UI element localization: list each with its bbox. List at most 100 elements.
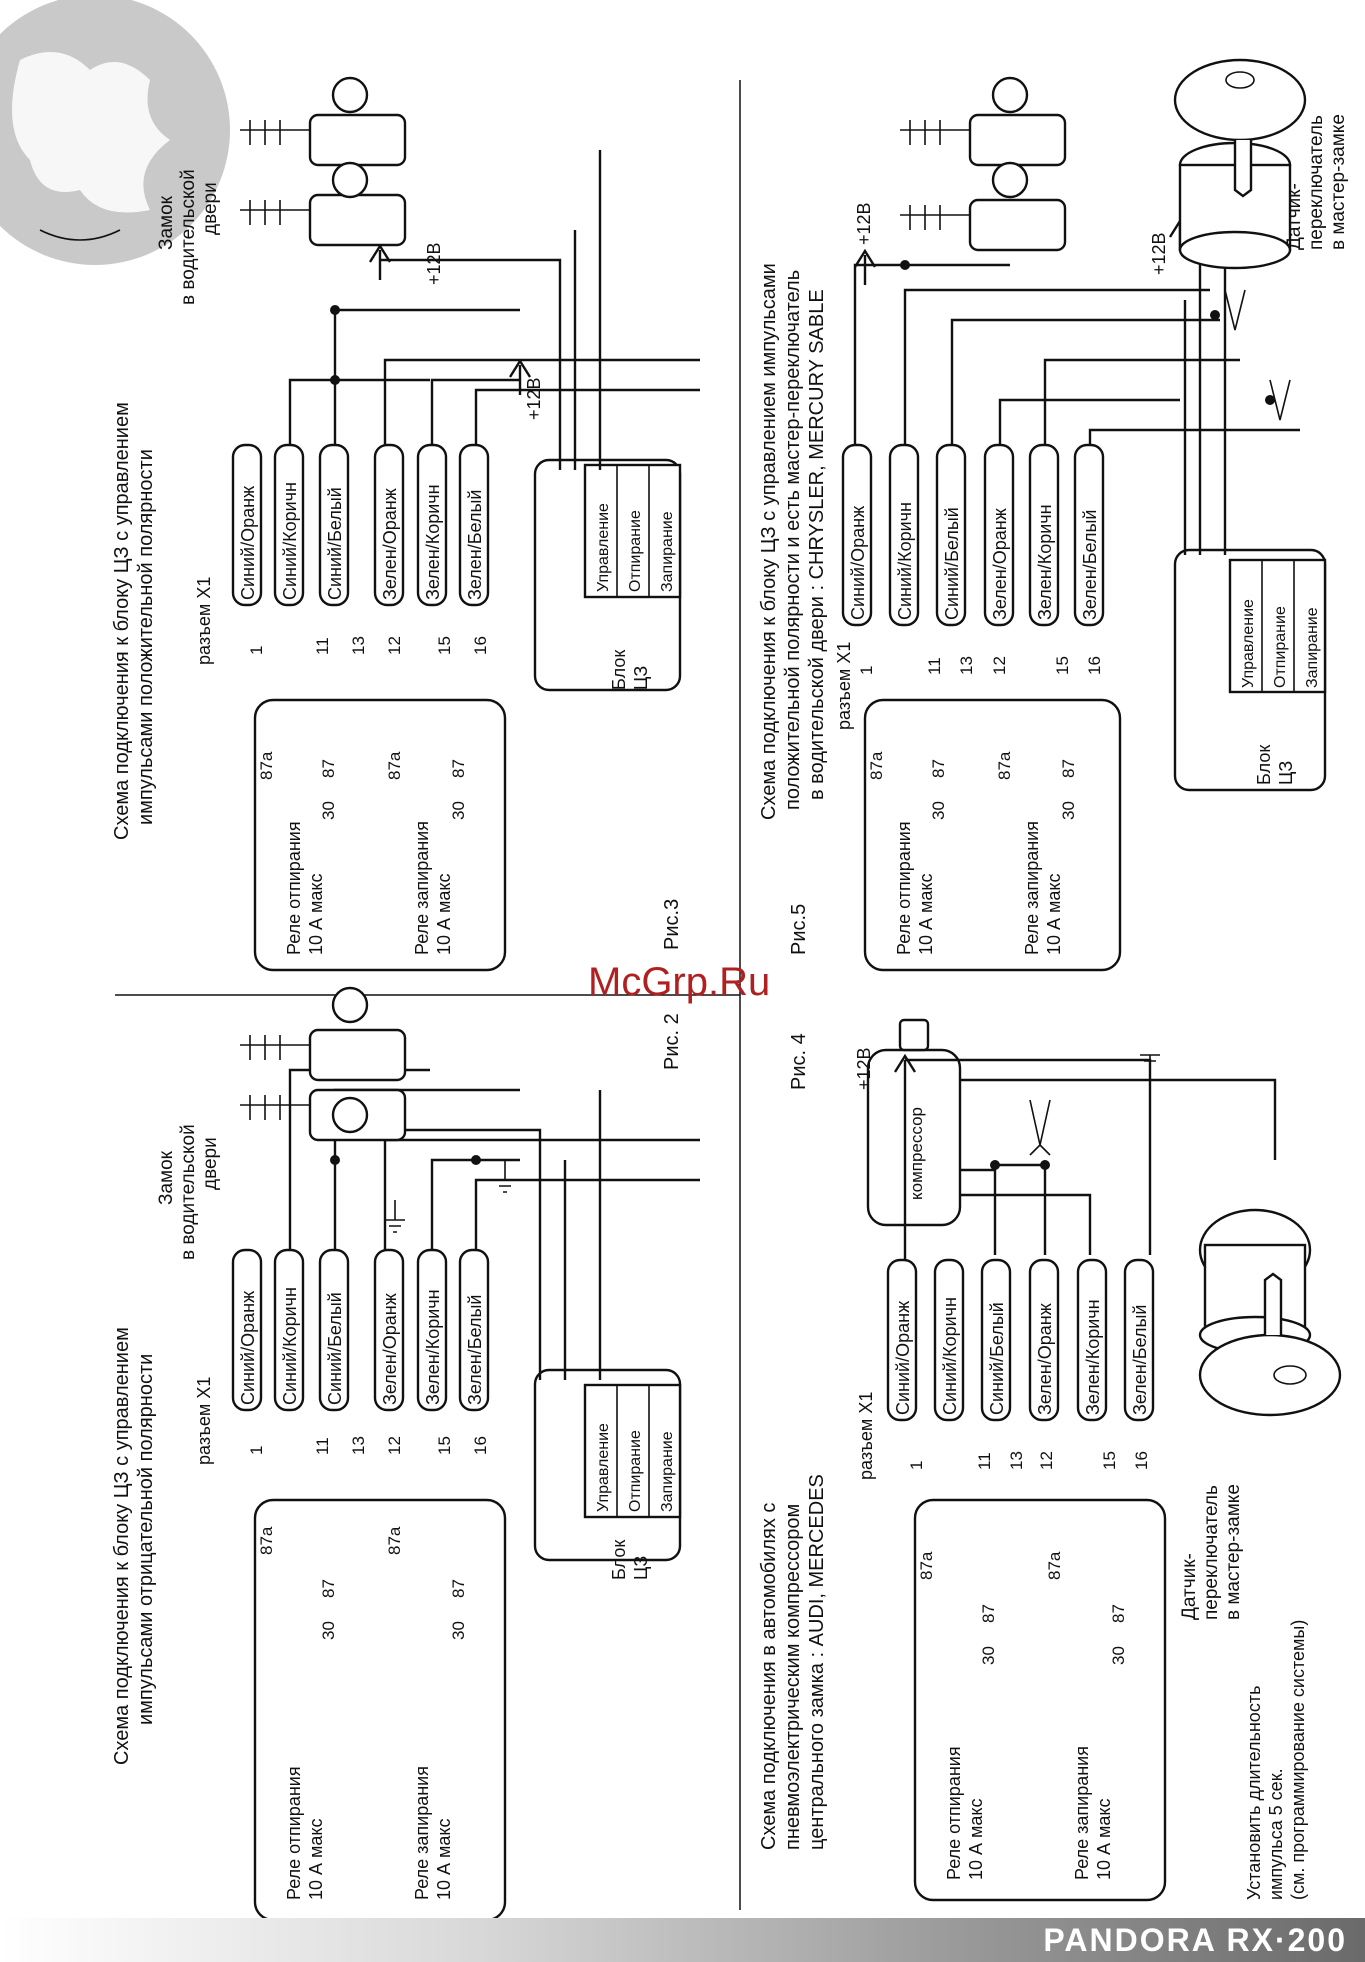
fig5-plus12-a: +12В — [854, 202, 874, 245]
fig2-door-actuators-icon — [240, 986, 407, 1142]
fig2-pin-11: 11 — [313, 1437, 332, 1455]
fig5-pin-87-lock: 87 — [1059, 759, 1078, 778]
fig2-lock-label: Замок — [156, 1150, 177, 1205]
fig3-lock-label2: в водительской — [178, 169, 199, 305]
fig2-caption: Рис. 2 — [661, 1013, 683, 1070]
fig3-pin-30-open: 30 — [319, 801, 338, 820]
fig2-pin-16: 16 — [471, 1436, 490, 1455]
fig4-relay-lock-label: Реле запирания — [1072, 1746, 1092, 1880]
fig2-relay-open-label: Реле отпирания — [284, 1766, 304, 1900]
figure-2: Схема подключения к блоку ЦЗ с управлени… — [111, 986, 700, 1922]
fig2-title-line2: импульсами отрицательной полярности — [135, 1354, 157, 1725]
fig2-cz-label2: ЦЗ — [631, 1556, 651, 1580]
fig5-wire-3: Зелен/Оранж — [990, 508, 1010, 620]
fig5-wire-2: Синий/Белый — [942, 507, 962, 620]
fig5-pin-13: 13 — [957, 656, 976, 675]
fig4-wire-0: Синий/Оранж — [893, 1301, 913, 1415]
fig4-key-icon — [1198, 1272, 1342, 1417]
fig5-pin-16: 16 — [1085, 656, 1104, 675]
fig3-cz-label: Блок — [609, 650, 629, 690]
fig5-relay-open-label: Реле отпирания — [894, 821, 914, 955]
fig5-wire-0: Синий/Оранж — [848, 506, 868, 620]
fig4-sensor-label: Датчик- — [1179, 1553, 1200, 1620]
fig2-cz-label: Блок — [609, 1540, 629, 1580]
fig4-plus12: +12В — [854, 1047, 874, 1090]
fig3-relay-open-label: Реле отпирания — [284, 821, 304, 955]
fig3-wire-5: Зелен/Белый — [465, 490, 485, 600]
fig5-wire-labels: Синий/Оранж Синий/Коричн Синий/Белый Зел… — [841, 443, 1105, 675]
fig4-pin-30-lock: 30 — [1109, 1646, 1128, 1665]
fig4-pin-15: 15 — [1100, 1451, 1119, 1470]
fig4-compressor-label: компрессор — [907, 1107, 926, 1200]
fig5-sensor-label: Датчик- — [1284, 183, 1305, 250]
fig5-relay-lock-max: 10 А макс — [1044, 874, 1064, 956]
fig3-title-line1: Схема подключения к блоку ЦЗ с управлени… — [111, 402, 133, 840]
fig2-wire-0: Синий/Оранж — [238, 1291, 258, 1405]
fig2-title-line1: Схема подключения к блоку ЦЗ с управлени… — [111, 1327, 133, 1765]
fig5-pin-30-lock: 30 — [1059, 801, 1078, 820]
figure-4: Схема подключения в автомобилях с пневмо… — [758, 1018, 1342, 1902]
fig2-pin-13: 13 — [349, 1436, 368, 1455]
fig4-title-line1: Схема подключения в автомобилях с — [758, 1503, 780, 1850]
fig4-connector-label: разъем X1 — [856, 1392, 876, 1480]
fig5-pin-15: 15 — [1053, 656, 1072, 675]
fig3-pin-87-lock: 87 — [449, 759, 468, 778]
fig3-pin-13: 13 — [349, 636, 368, 655]
fig5-relay-lock-label: Реле запирания — [1022, 821, 1042, 955]
fig4-relay-open-max: 10 А макс — [966, 1799, 986, 1881]
fig3-pin-15: 15 — [435, 636, 454, 655]
fig3-caption: Рис.3 — [661, 899, 683, 950]
fig5-pin-1: 1 — [857, 666, 876, 675]
fig2-pin-12: 12 — [385, 1436, 404, 1455]
fig4-pin-87a-open: 87а — [917, 1551, 936, 1580]
fig2-relay-lock-max: 10 А макс — [434, 1819, 454, 1901]
fig3-plus12-a: +12В — [424, 242, 444, 285]
fig4-wire-2: Синий/Белый — [987, 1302, 1007, 1415]
globe-decoration-icon — [0, 0, 230, 265]
fig3-cz-row-control: Управление — [595, 503, 612, 592]
fig3-wire-0: Синий/Оранж — [238, 486, 258, 600]
fig3-pin-16: 16 — [471, 636, 490, 655]
fig5-pin-87-open: 87 — [929, 759, 948, 778]
fig4-sensor-label3: в мастер-замке — [1223, 1484, 1244, 1620]
fig5-sensor-label2: переключатель — [1306, 115, 1327, 250]
fig3-pin-1: 1 — [247, 646, 266, 655]
fig2-wire-4: Зелен/Коричн — [423, 1289, 443, 1405]
fig4-title-line3: центрального замка : AUDI, MERCEDES — [806, 1474, 828, 1850]
fig4-wire-labels: Синий/Оранж Синий/Коричн Синий/Белый Зел… — [886, 1258, 1155, 1470]
fig2-wire-3: Зелен/Оранж — [380, 1293, 400, 1405]
fig2-pin-30-lock: 30 — [449, 1621, 468, 1640]
fig5-sensor-label3: в мастер-замке — [1328, 114, 1349, 250]
fig4-cut-pliers-icon — [1029, 1099, 1051, 1156]
fig3-pin-87a-lock: 87а — [385, 751, 404, 780]
fig4-pin-87a-lock: 87а — [1045, 1551, 1064, 1580]
fig3-wire-2: Синий/Белый — [325, 487, 345, 600]
fig5-wire-4: Зелен/Коричн — [1035, 504, 1055, 620]
fig2-pin-30-open: 30 — [319, 1621, 338, 1640]
figure-3: Схема подключения к блоку ЦЗ с управлени… — [111, 76, 700, 972]
fig4-wire-5: Зелен/Белый — [1130, 1305, 1150, 1415]
fig4-pin-87-lock: 87 — [1109, 1604, 1128, 1623]
fig3-cz-row-unlock: Отпирание — [627, 510, 644, 592]
fig5-cz-label: Блок — [1254, 745, 1274, 785]
fig5-wire-5: Зелен/Белый — [1080, 510, 1100, 620]
fig4-master-switch-icon — [1198, 1208, 1312, 1355]
watermark-text: McGrp.Ru — [588, 960, 770, 1004]
fig2-cz-row-control: Управление — [595, 1423, 612, 1512]
fig4-wire-3: Зелен/Оранж — [1035, 1303, 1055, 1415]
fig5-title-line1: Схема подключения к блоку ЦЗ с управлени… — [758, 263, 780, 820]
fig2-lock-label3: двери — [200, 1137, 221, 1190]
fig5-connector-label: разъем X1 — [834, 642, 854, 730]
fig3-pin-30-lock: 30 — [449, 801, 468, 820]
fig4-relay-unit — [913, 1498, 1167, 1902]
fig5-cz-row-lock: Запирание — [1304, 607, 1321, 688]
fig5-title-line2: положительной полярности и есть мастер-п… — [782, 270, 804, 810]
fig4-title-line2: пневмоэлектрическим компрессором — [782, 1504, 804, 1850]
fig4-relay-lock-max: 10 А макс — [1094, 1799, 1114, 1881]
fig3-lock-label3: двери — [200, 182, 221, 235]
fig4-pin-87-open: 87 — [979, 1604, 998, 1623]
fig5-cz-label2: ЦЗ — [1276, 761, 1296, 785]
figure-5: Схема подключения к блоку ЦЗ с управлени… — [758, 58, 1349, 972]
fig4-note-line2: импульса 5 сек. — [1266, 1768, 1286, 1900]
